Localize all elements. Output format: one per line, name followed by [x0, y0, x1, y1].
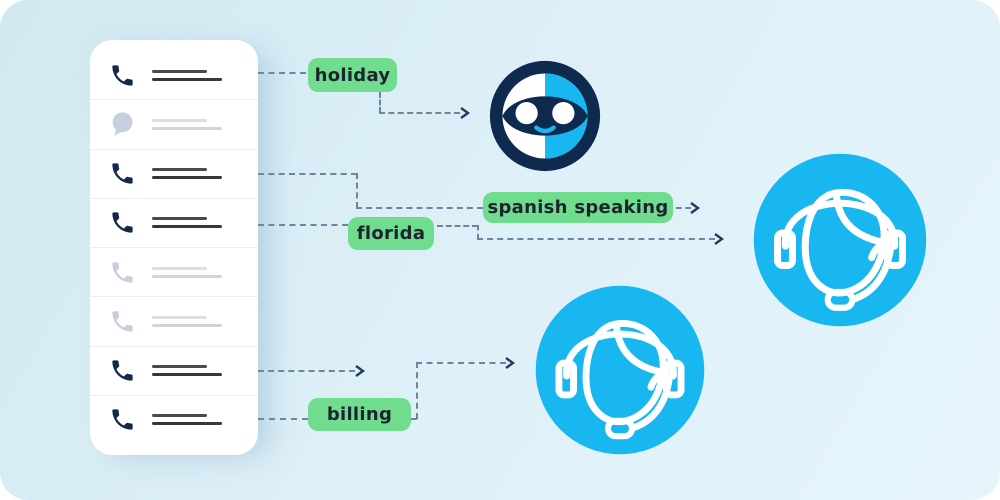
arrow-head-icon	[355, 365, 365, 377]
call-row-8	[90, 394, 258, 444]
arrow-head-icon	[505, 357, 515, 369]
connector-row8-billing	[258, 418, 308, 420]
phone-icon	[111, 262, 133, 283]
call-list-card	[90, 40, 258, 455]
connector-row3-h	[258, 173, 357, 175]
phone-icon	[111, 65, 133, 86]
tag-holiday: holiday	[308, 58, 397, 92]
chatbot-node	[487, 58, 603, 178]
connector-holiday-chatbot	[379, 112, 460, 114]
connector-row4-florida	[258, 224, 348, 226]
phone-icon	[111, 163, 133, 184]
call-text-placeholder	[152, 365, 222, 377]
call-row-6	[90, 296, 258, 345]
connector-florida-h	[437, 225, 478, 227]
phone-icon	[111, 409, 133, 430]
call-text-placeholder	[152, 118, 222, 130]
call-text-placeholder	[152, 266, 222, 278]
connector-row3-spanish	[356, 207, 483, 209]
call-row-3	[90, 148, 258, 198]
call-text-placeholder	[152, 168, 222, 180]
connector-row3-down	[356, 173, 358, 208]
arrow-head-icon	[460, 107, 470, 119]
connector-billing-agent	[416, 362, 506, 364]
tag-spanish-speaking: spanish speaking	[483, 192, 673, 223]
connector-row1-holiday	[258, 72, 306, 74]
agent-node-right	[752, 152, 928, 332]
connector-spanish-agent	[676, 207, 691, 209]
connector-billing-up	[416, 362, 418, 419]
call-text-placeholder	[152, 414, 222, 426]
connector-florida-down	[477, 225, 479, 239]
chatbot-icon	[489, 60, 601, 172]
call-row-1	[90, 51, 258, 99]
chat-bubble-icon	[112, 112, 133, 137]
connector-row7	[258, 370, 355, 372]
connector-billing-h	[410, 418, 417, 420]
agent-headset-icon	[753, 153, 927, 327]
tag-billing: billing	[308, 398, 411, 431]
call-text-placeholder	[152, 315, 222, 327]
call-row-7	[90, 345, 258, 395]
call-text-placeholder	[152, 69, 222, 81]
agent-node-bottom	[534, 284, 706, 460]
tag-florida: florida	[348, 217, 434, 250]
call-row-5	[90, 247, 258, 296]
call-text-placeholder	[152, 217, 222, 229]
phone-icon	[111, 311, 133, 332]
connector-holiday-down	[379, 92, 381, 113]
call-row-2	[90, 99, 258, 148]
arrow-head-icon	[714, 233, 724, 245]
agent-headset-icon	[535, 285, 705, 455]
connector-florida-agent	[477, 238, 715, 240]
call-row-4	[90, 197, 258, 247]
arrow-head-icon	[690, 202, 700, 214]
phone-icon	[111, 360, 133, 381]
phone-icon	[111, 212, 133, 233]
